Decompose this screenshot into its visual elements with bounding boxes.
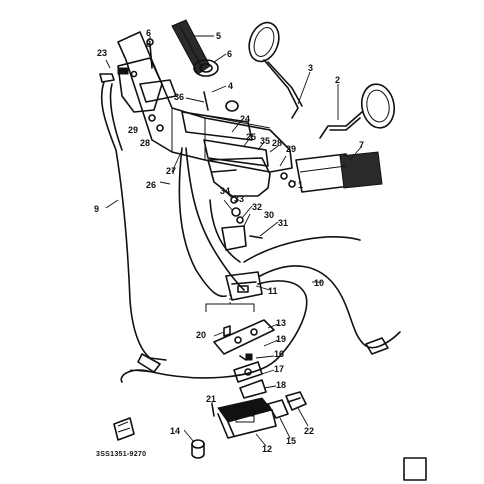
label-26: 26 (146, 180, 156, 190)
label-27: 27 (166, 166, 176, 176)
switch-plate (213, 319, 275, 355)
part-number-labels: 5 6 4 3 2 7 23 8 36 29 28 24 25 35 28 29… (94, 28, 364, 458)
screw-20 (223, 325, 231, 337)
label-4: 4 (228, 81, 233, 91)
label-11: 11 (268, 286, 278, 296)
label-7: 7 (359, 140, 364, 150)
grip-collar (193, 59, 239, 112)
label-29-left: 29 (128, 125, 138, 135)
side-blocks (267, 391, 307, 419)
label-6-lower: 6 (146, 28, 151, 38)
label-12: 12 (262, 444, 272, 454)
label-35: 35 (260, 136, 270, 146)
label-28-right: 28 (272, 138, 282, 148)
label-23: 23 (97, 48, 107, 58)
left-mirror (248, 21, 303, 119)
small-hardware-left (99, 38, 209, 132)
label-10: 10 (314, 278, 324, 288)
right-mirror (319, 83, 396, 139)
label-36: 36 (174, 92, 184, 102)
label-16: 16 (274, 349, 284, 359)
left-grip (171, 19, 211, 75)
long-cables (120, 236, 401, 383)
throttle-hardware (221, 172, 296, 251)
label-18: 18 (276, 380, 286, 390)
cylinder-part (191, 439, 205, 459)
label-29-right: 29 (286, 144, 296, 154)
label-6-upper: 6 (227, 49, 232, 59)
label-5: 5 (216, 31, 221, 41)
label-1: 1 (298, 180, 303, 190)
label-32: 32 (252, 202, 262, 212)
label-17: 17 (274, 364, 284, 374)
label-14: 14 (170, 426, 180, 436)
label-30: 30 (264, 210, 274, 220)
handlebar-holder (181, 111, 269, 167)
cable-junction (225, 271, 263, 301)
left-switch-housing (117, 57, 177, 113)
leader-lines (105, 35, 363, 447)
label-22: 22 (304, 426, 314, 436)
blank-box (403, 457, 427, 481)
right-switch-housing (207, 157, 271, 197)
label-3: 3 (308, 63, 313, 73)
assembly-bracket (205, 292, 255, 312)
label-8: 8 (146, 39, 151, 49)
label-31: 31 (278, 218, 288, 228)
label-2: 2 (335, 75, 340, 85)
label-21: 21 (206, 394, 216, 404)
throttle-grip (295, 151, 383, 193)
label-15: 15 (286, 436, 296, 446)
label-20: 20 (196, 330, 206, 340)
label-33: 33 (234, 194, 244, 204)
label-19: 19 (276, 334, 286, 344)
label-28-left: 28 (140, 138, 150, 148)
label-9: 9 (94, 204, 99, 214)
emblem-tag (113, 417, 135, 441)
label-34: 34 (220, 186, 230, 196)
label-13: 13 (276, 318, 286, 328)
diagram-code: 3SS1351-9270 (96, 451, 146, 458)
label-24: 24 (240, 114, 250, 124)
throttle-cables (178, 147, 245, 298)
label-25: 25 (246, 132, 256, 142)
